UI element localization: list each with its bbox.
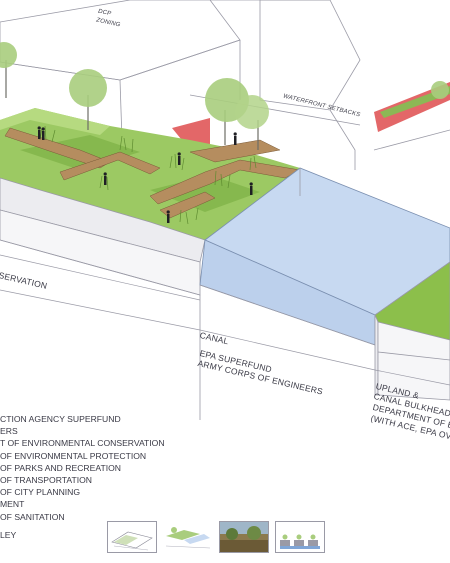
zoning-envelope — [0, 0, 361, 170]
canal-water — [199, 167, 450, 346]
grass-planting — [39, 125, 257, 225]
agency-legend: CTION AGENCY SUPERFUND ERS T OF ENVIRONM… — [0, 413, 175, 541]
site-photo-thumbnail[interactable] — [219, 521, 269, 553]
legend-item: CTION AGENCY SUPERFUND — [0, 414, 121, 424]
legend-item: MENT — [0, 499, 25, 510]
section-slab — [0, 177, 206, 420]
legend-item: T OF ENVIRONMENTAL CONSERVATION — [0, 438, 165, 449]
legend-item: OF PARKS AND RECREATION — [0, 462, 121, 473]
trees — [0, 42, 449, 150]
thumbnail-strip — [107, 521, 327, 555]
axonometric-diagram-thumbnail[interactable] — [107, 521, 157, 553]
setback-wedge — [172, 118, 210, 150]
legend-item: LEY — [0, 529, 17, 540]
upland-bulkhead — [374, 261, 450, 401]
people — [37, 126, 253, 223]
legend-item: OF ENVIRONMENTAL PROTECTION — [0, 450, 147, 461]
site-section-thumbnail[interactable] — [163, 521, 213, 553]
legend-item: ERS — [0, 426, 18, 437]
bulkhead-elevation-thumbnail[interactable] — [275, 521, 325, 553]
legend-item: OF CITY PLANNING — [0, 487, 81, 498]
legend-item: OF SANITATION — [0, 511, 65, 522]
legend-item: OF TRANSPORTATION — [0, 475, 92, 486]
section-lines — [0, 254, 450, 386]
